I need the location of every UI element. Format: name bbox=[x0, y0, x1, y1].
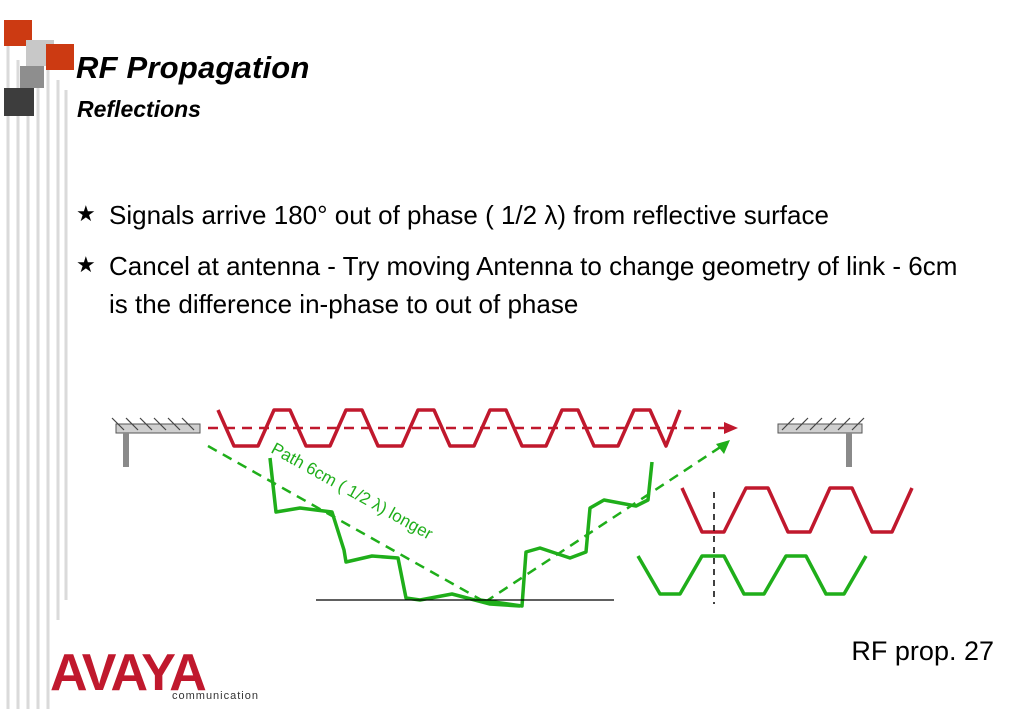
bullet-list: ★ Signals arrive 180° out of phase ( 1/2… bbox=[76, 196, 976, 336]
bullet-item: ★ Cancel at antenna - Try moving Antenna… bbox=[76, 247, 976, 323]
direct-wave bbox=[216, 408, 682, 448]
bullet-text: Cancel at antenna - Try moving Antenna t… bbox=[109, 251, 958, 319]
star-icon: ★ bbox=[76, 253, 96, 278]
logo-brand: AVAYA bbox=[50, 646, 206, 702]
avaya-logo: AVAYA communication bbox=[50, 646, 259, 702]
arrow-head-icon bbox=[716, 440, 730, 454]
slide-subtitle: Reflections bbox=[77, 96, 201, 122]
slide-title: RF Propagation bbox=[76, 50, 310, 85]
bullet-item: ★ Signals arrive 180° out of phase ( 1/2… bbox=[76, 196, 976, 234]
left-antenna bbox=[111, 417, 201, 467]
result-wave-reflected bbox=[636, 554, 868, 596]
star-icon: ★ bbox=[76, 202, 96, 227]
decorative-corner-graphic bbox=[4, 20, 74, 709]
reflected-wave-incoming bbox=[268, 457, 521, 608]
path-length-label: Path 6cm ( 1/2 λ) longer bbox=[268, 439, 436, 544]
bullet-text: Signals arrive 180° out of phase ( 1/2 λ… bbox=[109, 200, 829, 230]
result-wave-direct bbox=[680, 486, 914, 534]
reflected-path-incoming bbox=[207, 444, 486, 604]
logo-tagline: communication bbox=[172, 690, 259, 702]
slide-number: RF prop. 27 bbox=[851, 636, 994, 666]
decor-square-orange-2 bbox=[46, 44, 74, 70]
decor-square-grey bbox=[20, 66, 44, 88]
right-antenna bbox=[777, 417, 865, 467]
reflected-path-outgoing bbox=[484, 444, 723, 604]
reflected-wave-outgoing bbox=[479, 461, 654, 608]
arrow-head-icon bbox=[724, 422, 738, 434]
decor-square-dark bbox=[4, 88, 34, 116]
